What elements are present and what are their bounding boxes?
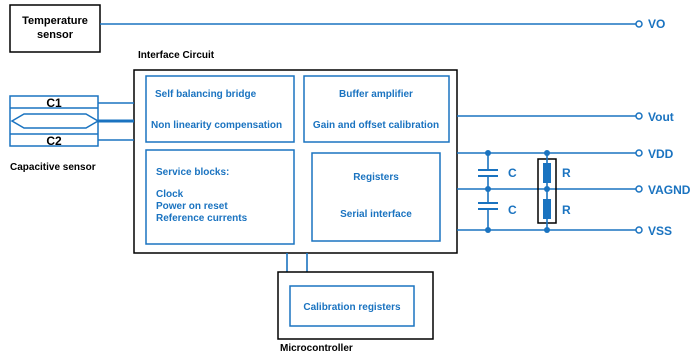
resistor-bottom-label: R xyxy=(562,203,571,217)
vdd-terminal xyxy=(635,149,643,157)
c1-label: C1 xyxy=(46,96,62,110)
vss-label: VSS xyxy=(648,224,672,238)
junction-dot xyxy=(544,227,550,233)
bridge-block-line1: Self balancing bridge xyxy=(155,89,257,100)
service-block-heading: Service blocks: xyxy=(156,167,229,178)
microcontroller-label: Microcontroller xyxy=(280,343,353,354)
vagnd-label: VAGND xyxy=(648,183,691,197)
temperature-sensor-label-line1: Temperature xyxy=(22,15,88,27)
junction-dot xyxy=(485,150,491,156)
junction-dot xyxy=(485,227,491,233)
c2-label: C2 xyxy=(46,134,62,148)
calibration-registers-block xyxy=(289,285,415,327)
service-block-item: Clock xyxy=(156,189,184,200)
service-block-item: Power on reset xyxy=(156,201,228,212)
vdd-label: VDD xyxy=(648,147,674,161)
vout-label: Vout xyxy=(648,110,674,124)
vo-terminal xyxy=(635,20,643,28)
service-block-item: Reference currents xyxy=(156,213,248,224)
junction-dot xyxy=(544,186,550,192)
interface-circuit-box xyxy=(133,69,458,254)
amplifier-block-line2: Gain and offset calibration xyxy=(313,120,439,131)
microcontroller-box xyxy=(277,271,434,340)
registers-block xyxy=(311,152,441,242)
amplifier-block xyxy=(303,75,450,143)
capacitive-sensor xyxy=(9,95,134,147)
capacitor-bottom-label: C xyxy=(508,203,517,217)
vout-terminal xyxy=(635,112,643,120)
amplifier-block-line1: Buffer amplifier xyxy=(339,89,413,100)
registers-block-line2: Serial interface xyxy=(340,209,412,220)
vss-terminal xyxy=(635,226,643,234)
junction-dot xyxy=(485,186,491,192)
service-block xyxy=(145,149,295,245)
resistor-top-label: R xyxy=(562,166,571,180)
junction-dot xyxy=(544,150,550,156)
registers-block-line1: Registers xyxy=(353,172,399,183)
vo-label: VO xyxy=(648,17,665,31)
interface-circuit-title: Interface Circuit xyxy=(138,50,215,61)
bridge-block-line2: Non linearity compensation xyxy=(151,120,282,131)
vagnd-terminal xyxy=(635,185,643,193)
capacitive-sensor-label: Capacitive sensor xyxy=(10,162,96,173)
calibration-registers-label: Calibration registers xyxy=(303,302,401,313)
capacitor-top-label: C xyxy=(508,166,517,180)
temperature-sensor-box xyxy=(9,4,101,53)
bridge-block xyxy=(145,75,295,143)
temperature-sensor-label-line2: sensor xyxy=(37,29,74,41)
